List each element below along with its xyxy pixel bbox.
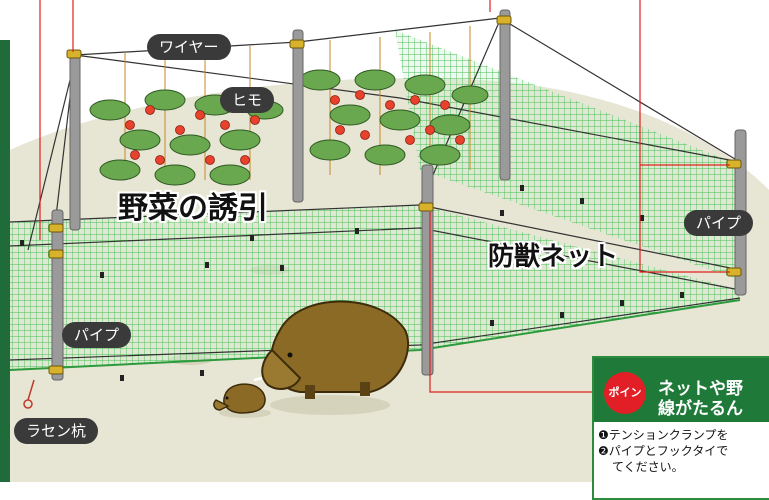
point-title-line1: ネットや野	[658, 379, 743, 399]
point-item-1: ❶テンションクランプを	[598, 428, 729, 442]
boar	[253, 300, 410, 415]
label-pipe-left: パイプ	[62, 322, 132, 348]
pointer-lines	[39, 0, 730, 393]
point-item-2-cont: てください。	[612, 460, 684, 474]
label-net: 防獣ネット	[488, 242, 619, 272]
left-stripe	[0, 40, 10, 482]
point-title-line2: 線がたるん	[658, 399, 743, 419]
point-item-2: ❷パイプとフックタイで	[598, 444, 729, 458]
piglet	[213, 383, 271, 418]
net-hooks	[20, 185, 684, 381]
front-net	[10, 205, 740, 370]
label-wire: ワイヤー	[147, 34, 231, 60]
fence-illustration	[0, 0, 769, 482]
label-pipe-right: パイプ	[684, 210, 754, 236]
point-header: ポイント ネットや野 線がたるん	[594, 358, 769, 441]
point-callout: ポイント ネットや野 線がたるん ❶テンションクランプを ❷パイプとフックタイで…	[592, 356, 769, 500]
tomato-plants	[89, 69, 489, 186]
label-spiral-stake: ラセン杭	[14, 418, 99, 444]
label-vegetable-training: 野菜の誘引	[118, 191, 268, 226]
label-string: ヒモ	[220, 87, 275, 113]
point-badge: ポイント	[604, 372, 646, 441]
spiral-stake	[23, 379, 35, 409]
